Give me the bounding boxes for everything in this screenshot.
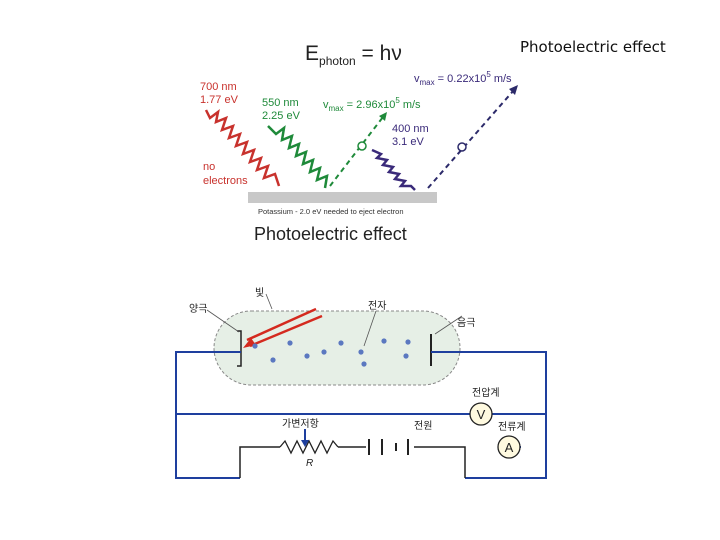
green-electron — [357, 141, 367, 151]
tube-electron — [361, 361, 367, 367]
electron-leader — [363, 310, 377, 347]
equation: Ephoton = hν — [305, 42, 402, 68]
ammeter — [497, 435, 521, 459]
blue-vmax-label: vmax = 0.22x105 m/s — [414, 70, 512, 87]
light-leader — [265, 293, 273, 310]
light-ray-1 — [249, 314, 323, 348]
cathode-label: 음극 — [457, 317, 475, 329]
purple-light-wave — [371, 148, 416, 191]
rheostat-arrow — [301, 440, 309, 447]
light-label: 빛 — [255, 287, 264, 299]
purple-wavelength-label: 400 nm — [392, 123, 429, 135]
tube-electron — [252, 343, 258, 349]
electron-label: 전자 — [368, 300, 386, 312]
blue-arrowhead — [509, 85, 518, 95]
anode-plate — [237, 330, 242, 367]
rheostat-wire — [239, 446, 280, 478]
tube-electron — [403, 353, 409, 359]
vacuum-tube — [213, 310, 461, 386]
tube-electron — [405, 339, 411, 345]
blue-electron-path — [427, 89, 515, 189]
red-energy-label: 1.77 eV — [200, 94, 239, 106]
plate-label: Potassium - 2.0 eV needed to eject elect… — [258, 207, 404, 216]
potassium-plate — [248, 192, 437, 203]
slide-title: Photoelectric effect — [520, 38, 666, 56]
rheostat-zigzag — [279, 439, 339, 455]
red-wavelength-label: 700 nm — [200, 81, 237, 93]
cathode-leader — [434, 315, 463, 335]
diagram-subtitle: Photoelectric effect — [254, 224, 407, 244]
light-ray-2 — [246, 307, 317, 342]
ammeter-symbol: A — [505, 440, 514, 455]
no-electrons-label-2: electrons — [203, 175, 248, 187]
anode-leader — [206, 309, 240, 333]
no-electrons-label-1: no — [203, 161, 215, 173]
ammeter-label: 전류계 — [498, 421, 526, 433]
red-light-wave — [204, 109, 281, 187]
resistor-symbol: R — [306, 458, 313, 469]
tube-electron — [287, 340, 293, 346]
green-energy-label: 2.25 eV — [262, 110, 301, 122]
green-electron-path — [329, 116, 384, 187]
tube-electron — [338, 340, 344, 346]
tube-electron — [321, 349, 327, 355]
source-label: 전원 — [414, 420, 432, 432]
tube-electron — [358, 349, 364, 355]
tube-electron — [381, 338, 387, 344]
purple-energy-label: 3.1 eV — [392, 136, 424, 148]
source-right-wire — [414, 446, 466, 478]
voltmeter-symbol: V — [477, 407, 486, 422]
green-wavelength-label: 550 nm — [262, 97, 299, 109]
tube-electron — [270, 357, 276, 363]
voltmeter — [469, 402, 493, 426]
green-arrowhead — [379, 112, 387, 121]
green-light-wave — [267, 125, 329, 189]
voltmeter-label: 전압계 — [472, 386, 500, 399]
tube-electron — [304, 353, 310, 359]
anode-label: 양극 — [189, 303, 207, 315]
blue-electron — [457, 142, 467, 152]
rheostat-label: 가변저항 — [282, 418, 319, 430]
green-vmax-label: vmax = 2.96x105 m/s — [323, 96, 421, 113]
